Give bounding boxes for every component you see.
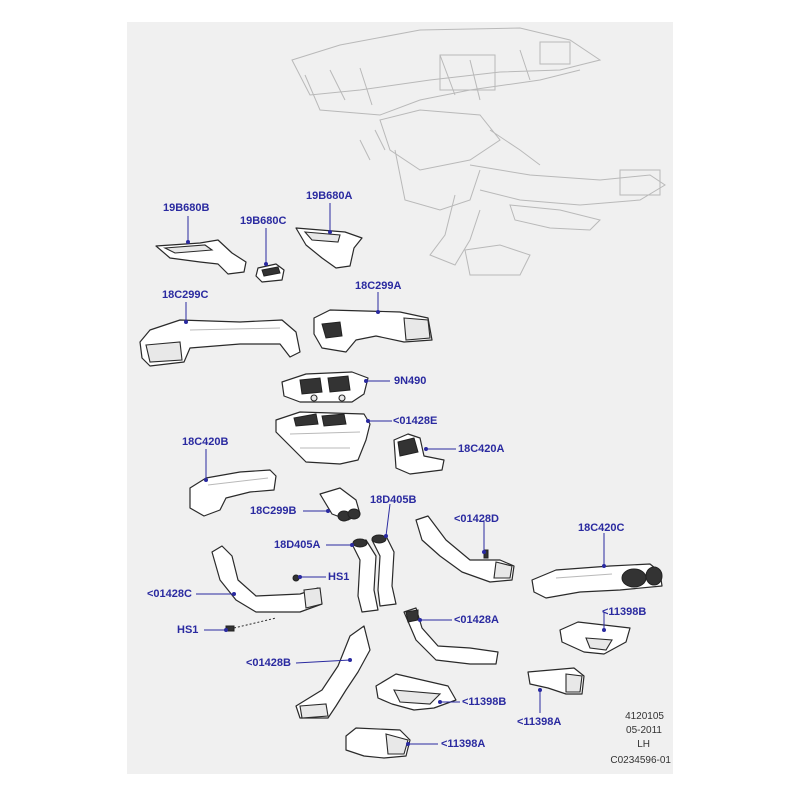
label-19B680B: 19B680B [163,202,210,214]
label-18C299A: 18C299A [355,280,402,292]
label-01428A: <01428A [454,614,499,626]
part-18C299B [319,487,361,522]
part-18D405 [351,534,397,613]
label-18D405B: 18D405B [370,494,417,506]
part-01428E [275,411,371,465]
part-19B680C [255,263,285,283]
part-01428D [415,515,515,583]
diagram-date: 05-2011 [626,725,662,736]
part-18C299A [313,309,433,353]
part-11398B-middle [375,673,457,711]
label-9N490: 9N490 [394,375,427,387]
label-01428B: <01428B [246,657,291,669]
diagram-reference: C0234596-01 [610,755,671,766]
label-18C420A: 18C420A [458,443,505,455]
screw-hs1 [225,617,277,632]
part-01428B [295,625,371,719]
label-18C299B: 18C299B [250,505,297,517]
diagram-code: 4120105 [625,711,664,722]
part-01428C [211,545,323,613]
label-11398B-right: <11398B [602,606,647,618]
label-11398B-middle: <11398B [462,696,507,708]
label-18D405A: 18D405A [274,539,321,551]
part-11398A-right [527,667,585,695]
part-11398B-right [559,621,631,655]
label-19B680C: 19B680C [240,215,287,227]
part-18C420A [393,433,445,475]
label-HS1-upper: HS1 [328,571,350,583]
part-19B680A [295,227,363,269]
part-11398A-bottom [345,727,411,759]
part-19B680B [155,239,247,275]
label-19B680A: 19B680A [306,190,353,202]
part-18C420B [189,469,277,517]
label-HS1-lower: HS1 [177,624,199,636]
label-01428E: <01428E [393,415,438,427]
label-11398A-right: <11398A [517,716,562,728]
part-9N490 [281,371,369,403]
leader-lines [184,203,606,746]
label-18C420B: 18C420B [182,436,229,448]
dashboard-assembly-ghost [291,27,666,276]
label-01428C: <01428C [147,588,192,600]
label-01428D: <01428D [454,513,499,525]
label-11398A-bottom: <11398A [441,738,486,750]
diagram-side: LH [637,739,650,750]
label-18C299C: 18C299C [162,289,209,301]
label-18C420C: 18C420C [578,522,625,534]
part-18C299C [139,319,301,367]
part-18C420C [531,563,663,599]
